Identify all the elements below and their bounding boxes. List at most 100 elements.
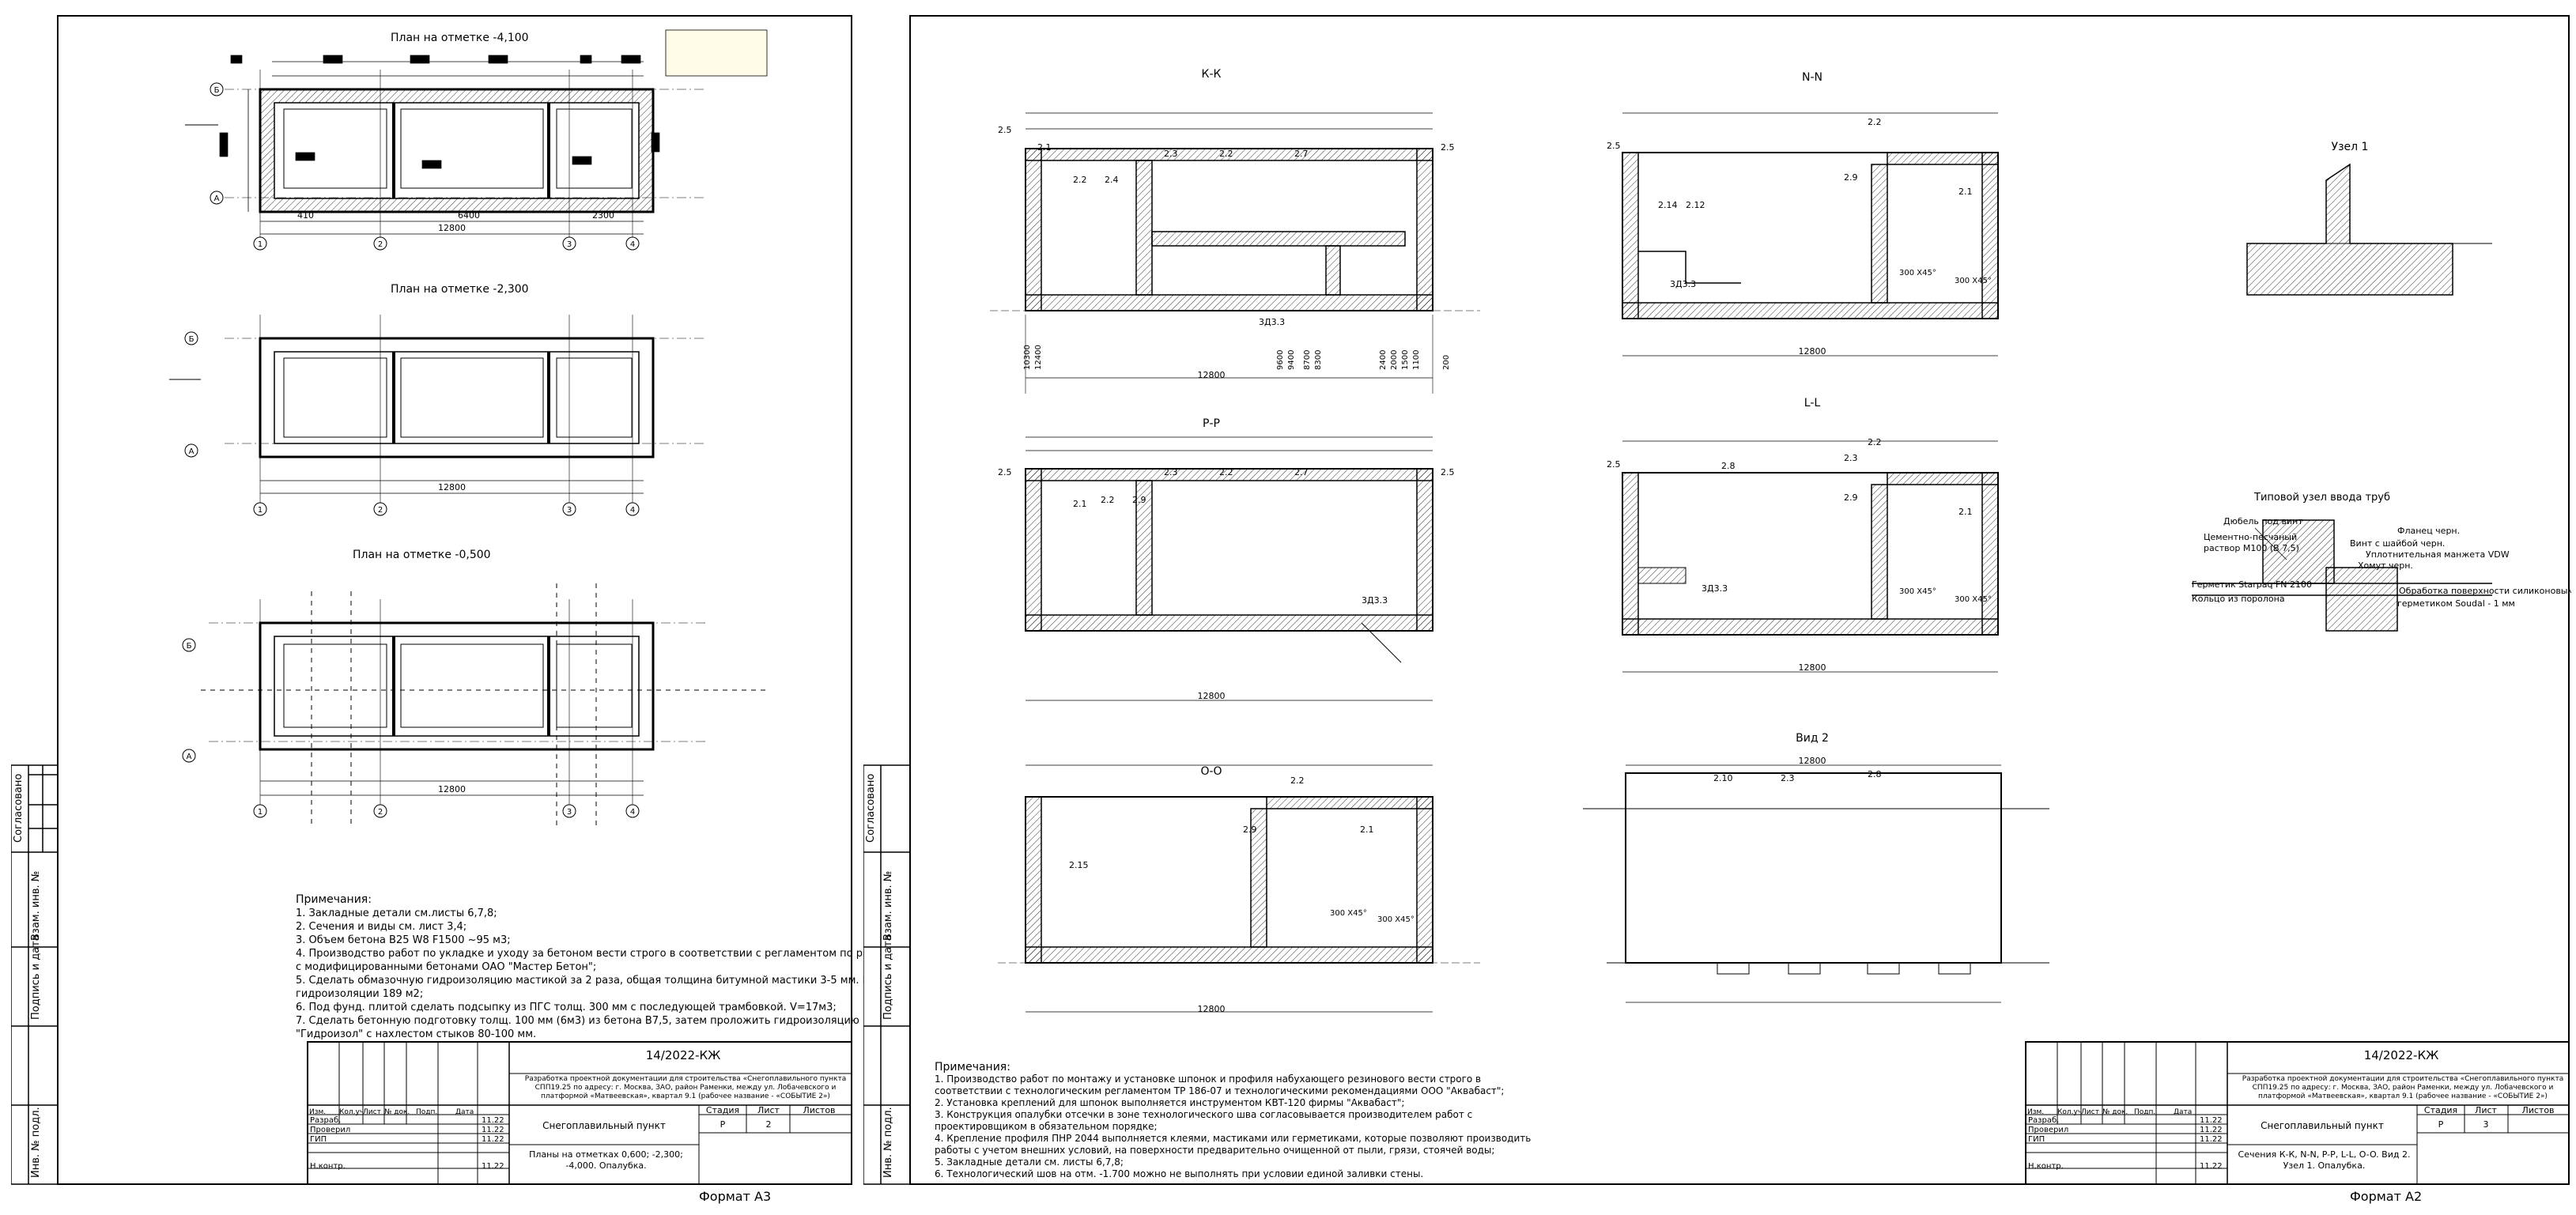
svg-text:2.2: 2.2 [1290,775,1305,786]
svg-text:2.2: 2.2 [1101,495,1115,505]
role-prov: Проверил [2028,1126,2069,1134]
svg-text:10300: 10300 [1023,345,1032,370]
pipe-label: Винт с шайбой черн. [2350,538,2445,549]
svg-text:3Д3.3: 3Д3.3 [1362,595,1388,606]
sheet-no: 2 [766,1119,772,1130]
role-razrab: Разраб. [2028,1116,2060,1125]
svg-text:3Д3.3: 3Д3.3 [1259,317,1285,327]
svg-text:2.5: 2.5 [1607,141,1621,151]
svg-text:1: 1 [258,506,263,515]
date-value: 11.22 [2200,1126,2223,1134]
date-value: 11.22 [482,1116,504,1125]
a2-note: 6. Технологический шов на отм. -1.700 мо… [935,1168,1424,1179]
dim-total: 12800 [1799,662,1826,673]
plan3-title: План на отметке -0,500 [353,549,491,561]
svg-text:2.15: 2.15 [1069,860,1089,870]
pipe-label: Фланец черн. [2397,526,2460,536]
side-strip-a2 [863,764,911,1185]
col-kolych: Кол.уч [2057,1108,2083,1116]
svg-text:2.2: 2.2 [1868,117,1882,127]
date-value: 11.22 [2200,1116,2223,1125]
a2-note: работы с учетом внешних условий, на пове… [935,1145,1495,1156]
svg-text:2.8: 2.8 [1868,769,1882,779]
a2-note: 3. Конструкция опалубки отсечки в зоне т… [935,1109,1473,1120]
title-view-2: Вид 2 [1796,732,1829,745]
dim-total: 12800 [438,784,466,794]
a3-note: 7. Сделать бетонную подготовку толщ. 100… [296,1015,859,1027]
col-kolych: Кол.уч [339,1108,364,1116]
pipe-dims: 300 Х45°300 Х45° 300 Х45°300 Х45° 300 Х4… [1330,269,1992,924]
pipe-node [2192,519,2492,632]
col-ndoc: № док. [384,1108,410,1116]
pipe-label: Уплотнительная манжета VDW [2366,549,2510,560]
svg-text:3Д3.3: 3Д3.3 [1670,279,1696,289]
a3-description: Разработка проектной документации для ст… [524,1075,847,1100]
a3-dates: 11.22 11.22 11.22 11.22 [482,1116,504,1172]
col-podp: Подп. [2134,1108,2156,1116]
title-o-o: О-О [1200,765,1222,778]
dim-total: 12800 [1198,370,1226,380]
title-p-p: Р-Р [1203,417,1220,430]
svg-text:3: 3 [567,240,572,249]
a3-note: 1. Закладные детали см.листы 6,7,8; [296,907,497,919]
svg-text:2.1: 2.1 [1360,824,1374,835]
a2-roles: Разраб. Проверил ГИП Н.контр. [2028,1116,2068,1172]
a2-note: соответствии с технологическим регламент… [935,1085,1505,1096]
col-ndoc: № док. [2102,1108,2128,1116]
svg-text:300 Х45°: 300 Х45° [1377,915,1415,924]
svg-text:2.1: 2.1 [1958,187,1973,197]
pipe-label: Герметик Starpaq FN 2100 [2192,579,2312,590]
drawing-code-a2: 14/2022-КЖ [2364,1048,2439,1062]
titleblock-a2-grid [2025,1041,2570,1185]
svg-text:Б: Б [187,642,192,651]
date-value: 11.22 [2200,1135,2223,1144]
section-l-l [1622,440,1999,673]
svg-text:300 Х45°: 300 Х45° [1955,277,1992,285]
svg-text:2.7: 2.7 [1294,149,1309,159]
a2-note: 4. Крепление профиля ПНР 2044 выполняетс… [935,1133,1532,1144]
svg-text:Б: Б [189,335,195,344]
sheet-a2: К-К 12800 Р-Р 12800 О-О 12800 [863,14,2571,1206]
svg-text:12400: 12400 [1034,345,1043,370]
svg-text:2.5: 2.5 [998,125,1012,135]
svg-text:2.2: 2.2 [1073,175,1087,185]
a2-note: 2. Установка креплений для шпонок выполн… [935,1097,1405,1108]
svg-text:2.9: 2.9 [1132,495,1146,505]
dim-total: 12800 [1799,756,1826,766]
svg-text:1: 1 [258,240,263,249]
side-label-sign: Подпись и дата [882,934,894,1020]
svg-text:2.2: 2.2 [1868,437,1882,447]
pipe-label: раствор М100 (В 7,5) [2204,543,2299,553]
stage-header: Стадия [706,1105,739,1115]
svg-text:2.5: 2.5 [1441,142,1455,153]
sheet-header: Лист [757,1105,780,1115]
svg-text:9400: 9400 [1287,350,1296,370]
stage-value: Р [2438,1119,2444,1130]
section-k-k [990,112,1480,394]
a2-notes: Примечания: 1. Производство работ по мон… [935,1062,1531,1180]
svg-text:2.12: 2.12 [1686,200,1705,210]
sheet-a3: План на отметке -4,100 410 6400 2300 128… [11,14,912,1206]
a3-roles: Разраб. Проверил ГИП Н.контр. [310,1116,350,1172]
pipe-label: Обработка поверхности силиконовым [2399,586,2571,596]
a2-note: проектировщиком в обязательном порядке; [935,1121,1158,1132]
svg-text:9600: 9600 [1276,350,1285,370]
col-izm: Изм. [2027,1108,2045,1116]
side-label-replace: Взам. инв. № [882,870,894,941]
svg-text:2.3: 2.3 [1781,773,1795,783]
svg-text:300 Х45°: 300 Х45° [1330,909,1367,918]
svg-text:200: 200 [1442,355,1451,370]
sheet-no: 3 [2483,1119,2489,1130]
svg-text:2: 2 [378,506,383,515]
svg-text:2.10: 2.10 [1713,773,1733,783]
svg-text:2.3: 2.3 [1164,149,1178,159]
title-l-l: L-L [1804,397,1821,409]
a3-note: 5. Сделать обмазочную гидроизоляцию маст… [296,975,912,987]
svg-text:300 Х45°: 300 Х45° [1899,269,1936,277]
dim-total: 12800 [438,223,466,233]
svg-text:А: А [187,753,192,761]
object-name-a2: Снегоплавильный пункт [2261,1120,2384,1131]
svg-text:А: А [214,194,220,203]
